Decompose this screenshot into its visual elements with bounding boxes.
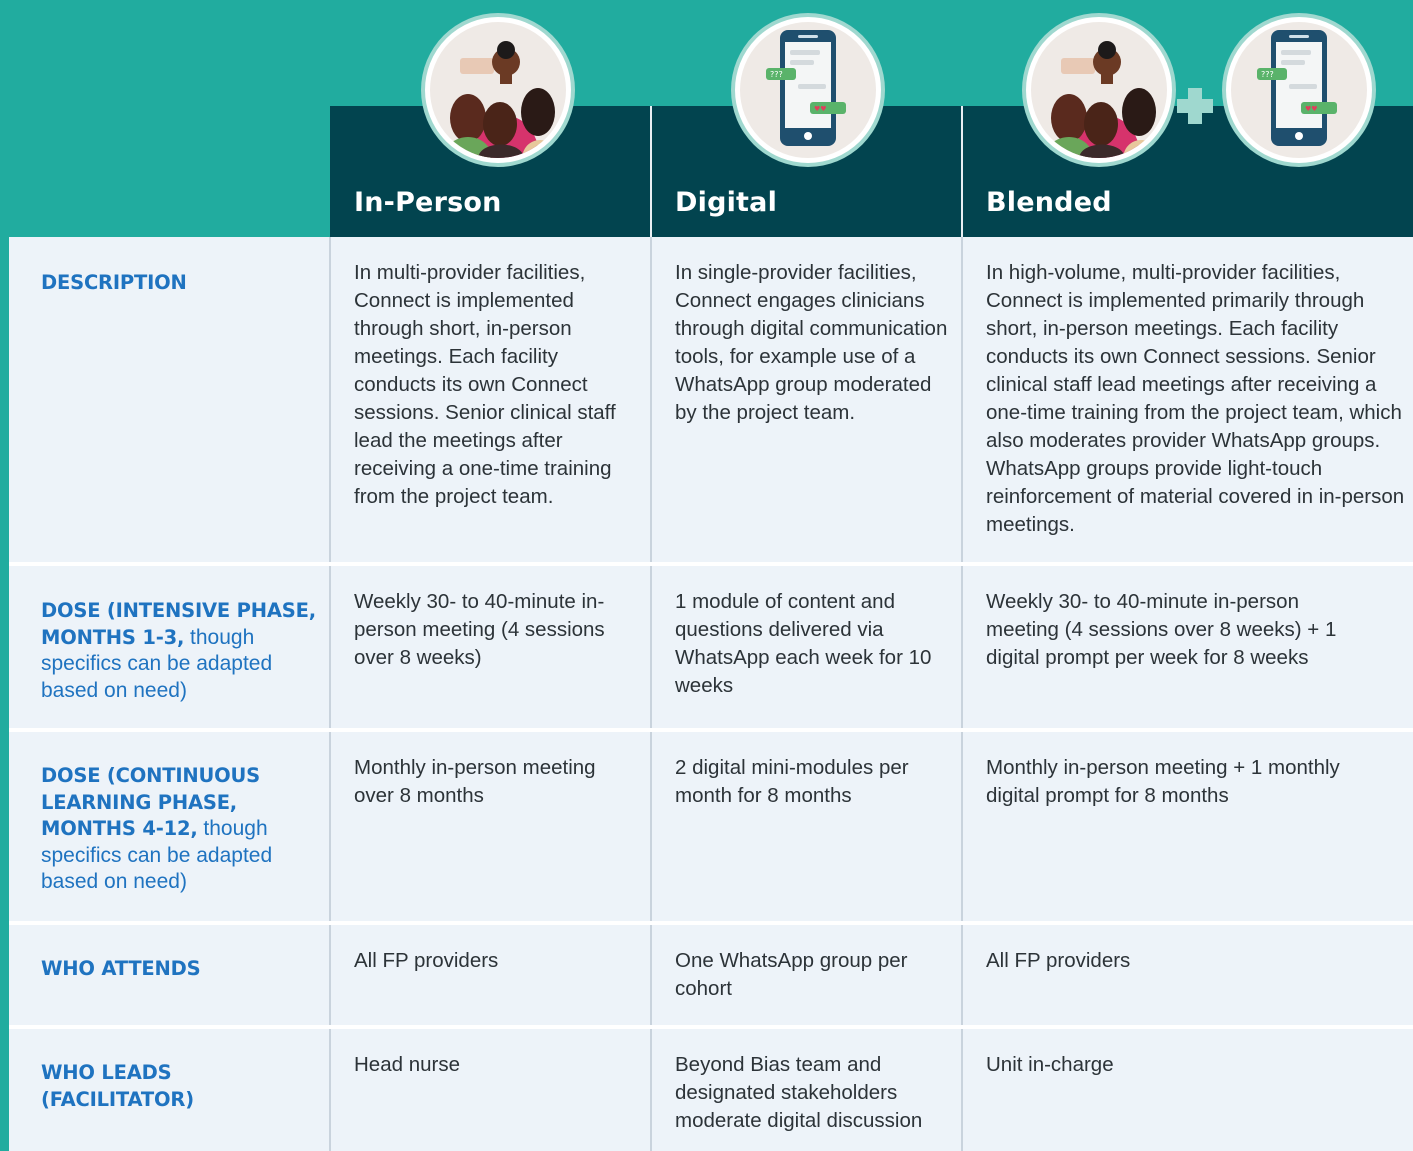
cell-dose-continuous-digital: 2 digital mini-modules per month for 8 m… — [675, 756, 909, 807]
group-meeting-icon — [1026, 17, 1172, 163]
column-divider — [329, 237, 331, 1151]
comparison-table — [9, 237, 1413, 1151]
row-divider — [9, 1025, 1413, 1029]
row-divider — [9, 728, 1413, 732]
cell-who-attends-digital: One WhatsApp group per cohort — [675, 949, 908, 1000]
column-divider — [961, 237, 963, 1151]
smartphone-chat-icon: ??? ♥♥ — [735, 17, 881, 163]
svg-text:???: ??? — [1261, 70, 1274, 79]
smartphone-chat-icon: ??? ♥♥ — [1226, 17, 1372, 163]
column-title-in-person: In-Person — [354, 187, 502, 218]
cell-dose-intensive-digital: 1 module of content and questions delive… — [675, 590, 932, 697]
group-meeting-icon — [425, 17, 571, 163]
cell-who-leads-digital: Beyond Bias team and designated stakehol… — [675, 1053, 923, 1132]
cell-who-attends-in-person: All FP providers — [354, 949, 499, 972]
plus-icon — [1175, 86, 1215, 126]
row-divider — [9, 921, 1413, 925]
header-separator — [650, 106, 652, 237]
row-label-dose-continuous: DOSE (CONTINUOUS LEARNING PHASE, MONTHS … — [41, 764, 273, 893]
cell-description-in-person: In multi-provider facilities, Connect is… — [354, 261, 616, 508]
row-label-who-attends: WHO ATTENDS — [41, 957, 201, 980]
cell-dose-intensive-in-person: Weekly 30- to 40-minute in-person meetin… — [354, 590, 605, 669]
row-label-dose-intensive: DOSE (INTENSIVE PHASE, MONTHS 1-3, thoug… — [41, 599, 316, 702]
svg-text:♥♥: ♥♥ — [1305, 105, 1318, 113]
cell-who-leads-in-person: Head nurse — [354, 1053, 460, 1076]
row-label-who-leads: WHO LEADS (FACILITATOR) — [41, 1061, 194, 1111]
cell-dose-continuous-blended: Monthly in-person meeting + 1 monthly di… — [986, 756, 1340, 807]
cell-description-digital: In single-provider facilities, Connect e… — [675, 261, 948, 424]
svg-text:♥♥: ♥♥ — [814, 105, 827, 113]
cell-dose-intensive-blended: Weekly 30- to 40-minute in-person meetin… — [986, 590, 1337, 669]
row-label-description: DESCRIPTION — [41, 271, 187, 294]
column-title-blended: Blended — [986, 187, 1112, 218]
cell-description-blended: In high-volume, multi-provider facilitie… — [986, 261, 1405, 536]
cell-dose-continuous-in-person: Monthly in-person meeting over 8 months — [354, 756, 596, 807]
column-title-digital: Digital — [675, 187, 778, 218]
svg-text:???: ??? — [770, 70, 783, 79]
column-divider — [650, 237, 652, 1151]
cell-who-leads-blended: Unit in-charge — [986, 1053, 1114, 1076]
row-divider — [9, 562, 1413, 566]
header-separator — [961, 106, 963, 237]
cell-who-attends-blended: All FP providers — [986, 949, 1131, 972]
